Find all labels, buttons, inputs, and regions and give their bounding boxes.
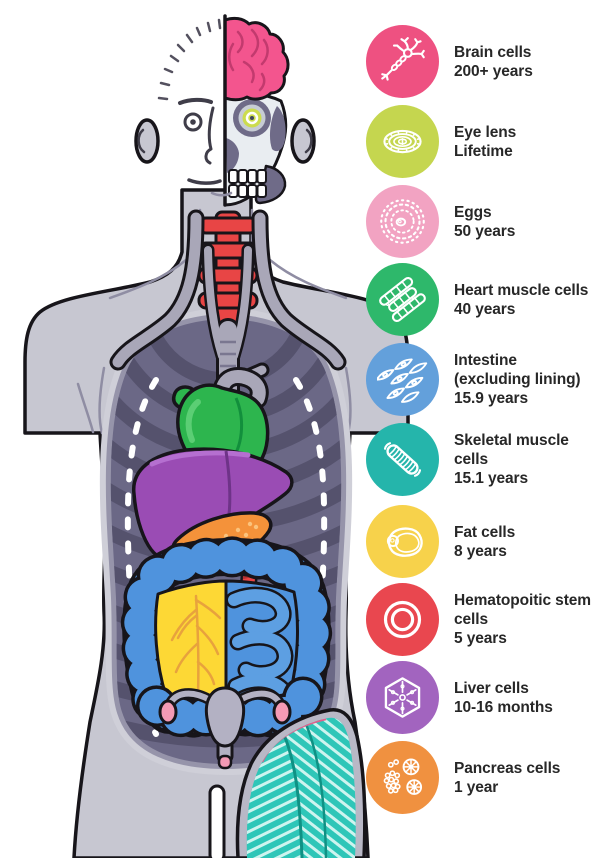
face-features: [137, 18, 313, 197]
cell-badge: [366, 25, 439, 98]
leg-separation: [208, 784, 226, 858]
muscle-fiber-icon: [377, 434, 428, 485]
legend-item: Brain cells 200+ years: [366, 25, 600, 98]
eye: [183, 112, 203, 132]
stem-cell-icon: [377, 594, 428, 645]
cell-label: Skeletal muscle cells: [454, 432, 569, 468]
small-intestine: [224, 579, 299, 703]
pancreas-cells-icon: [377, 752, 428, 803]
cell-badge: [366, 263, 439, 336]
legend-item: Pancreas cells 1 year: [366, 741, 600, 814]
eyebrow: [178, 97, 213, 105]
eye-lens-icon: [377, 116, 428, 167]
cell-lifespan: 10-16 months: [454, 698, 553, 716]
brain-half: [223, 16, 290, 102]
cell-badge: [366, 741, 439, 814]
temple-bone: [269, 106, 286, 152]
ear-inner-right: [304, 128, 313, 154]
ovary-right: [272, 699, 292, 725]
uterus: [204, 686, 246, 748]
cell-badge: [366, 661, 439, 734]
liver-lobule-icon: [377, 672, 428, 723]
trachea-rings: [220, 340, 236, 380]
cell-lifespan: 40 years: [454, 300, 516, 318]
legend-item: Eggs 50 years: [366, 185, 600, 258]
fat-cell-icon: [377, 516, 428, 567]
thigh-muscle: [235, 708, 367, 858]
reproductive-organs: [158, 686, 292, 770]
intestine-cells-icon: [377, 354, 428, 405]
neck-vessels: [118, 218, 338, 398]
cell-lifespan: 200+ years: [454, 62, 533, 80]
cell-badge: [366, 185, 439, 258]
mouth: [187, 178, 222, 185]
neuron-icon: [377, 36, 428, 87]
legend-item: Skeletal muscle cells 15.1 years: [366, 423, 600, 496]
cell-label: Eggs: [454, 203, 492, 221]
legend-item: Fat cells 8 years: [366, 505, 600, 578]
cardiac-muscle-icon: [377, 274, 428, 325]
cell-lifespan: 50 years: [454, 222, 516, 240]
legend-item: Heart muscle cells 40 years: [366, 263, 600, 336]
cell-label: Pancreas cells: [454, 759, 561, 777]
omentum-veins: [170, 594, 222, 696]
teeth: [228, 169, 267, 198]
cell-lifespan: 15.1 years: [454, 470, 528, 487]
cell-badge: [366, 583, 439, 656]
cell-badge: [366, 423, 439, 496]
cell-badge: [366, 343, 439, 416]
cell-lifespan: Lifetime: [454, 142, 513, 160]
cell-label: Heart muscle cells: [454, 281, 589, 299]
chin-crease: [210, 191, 233, 197]
cell-lifespan: 1 year: [454, 778, 499, 796]
cell-lifespan: 8 years: [454, 542, 507, 560]
omentum: [154, 579, 228, 698]
legend-item: Eye lens Lifetime: [366, 105, 600, 178]
legend-item: Hematopoitic stem cells 5 years: [366, 583, 600, 656]
legend-item: Intestine (excluding lining) 15.9 years: [366, 343, 600, 416]
egg-cell-icon: [377, 196, 428, 247]
cell-label: Fat cells: [454, 523, 516, 541]
cell-label: Brain cells: [454, 43, 532, 61]
ear-inner-left: [137, 128, 146, 154]
skull-half: [223, 91, 288, 207]
hairline-ticks: [157, 18, 222, 101]
eye-socket: [233, 99, 271, 137]
legend-item: Liver cells 10-16 months: [366, 661, 600, 734]
cell-label: Hematopoitic stem cells: [454, 592, 591, 628]
cell-label: Eye lens: [454, 123, 517, 141]
nose: [204, 106, 215, 165]
cell-lifespan: 15.9 years: [454, 390, 528, 407]
cell-badge: [366, 505, 439, 578]
cell-badge: [366, 105, 439, 178]
ovary-left: [158, 699, 178, 725]
cell-lifespan: 5 years: [454, 630, 507, 647]
cell-label: Intestine (excluding lining): [454, 352, 581, 388]
nasal-aperture: [226, 138, 239, 173]
cell-label: Liver cells: [454, 679, 529, 697]
